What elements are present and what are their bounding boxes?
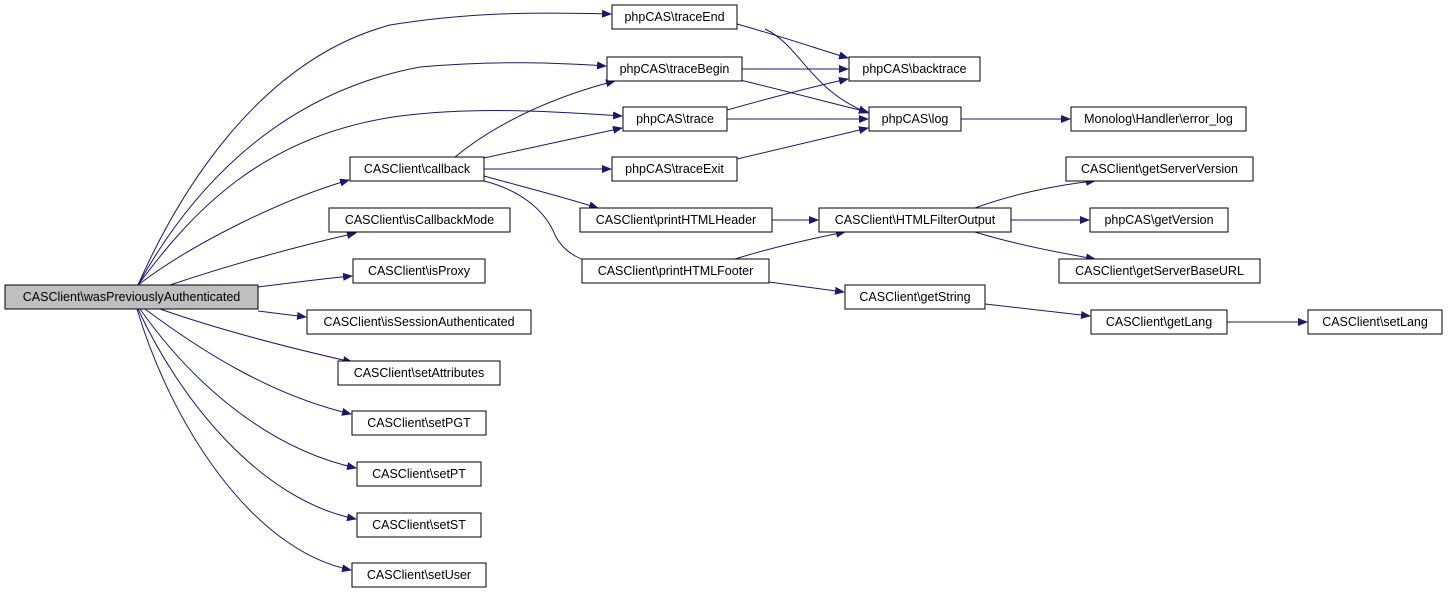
- node-was-previously-authenticated[interactable]: CASClient\wasPreviouslyAuthenticated: [4, 284, 259, 310]
- edge-trace-to-backtrace: [726, 76, 849, 111]
- node-callback[interactable]: CASClient\callback: [349, 156, 485, 182]
- node-trace-end[interactable]: phpCAS\traceEnd: [611, 4, 738, 30]
- node-set-lang[interactable]: CASClient\setLang: [1307, 309, 1443, 335]
- node-label: CASClient\setAttributes: [354, 366, 485, 380]
- edge-callback-to-print-html-header: [483, 175, 599, 210]
- edge-was-previously-authenticated-to-set-user: [136, 308, 352, 573]
- node-get-server-version[interactable]: CASClient\getServerVersion: [1065, 156, 1254, 182]
- node-label: CASClient\isProxy: [368, 264, 471, 278]
- node-get-version[interactable]: phpCAS\getVersion: [1089, 207, 1229, 233]
- node-label: CASClient\setUser: [367, 568, 471, 582]
- node-label: phpCAS\backtrace: [862, 62, 966, 76]
- edge-callback-to-trace-begin: [454, 79, 616, 158]
- node-label: CASClient\setLang: [1322, 315, 1428, 329]
- edge-was-previously-authenticated-to-trace-begin: [137, 61, 607, 286]
- edge-trace-exit-to-log: [736, 126, 869, 160]
- nodes-layer: CASClient\wasPreviouslyAuthenticated php…: [4, 4, 1443, 588]
- edge-html-filter-output-to-get-server-base-url: [974, 231, 1096, 262]
- node-label: CASClient\setPT: [372, 467, 466, 481]
- edge-was-previously-authenticated-to-set-st: [137, 308, 357, 522]
- node-label: CASClient\isCallbackMode: [345, 213, 494, 227]
- node-get-string[interactable]: CASClient\getString: [844, 284, 986, 310]
- node-trace[interactable]: phpCAS\trace: [622, 106, 728, 132]
- node-print-html-header[interactable]: CASClient\printHTMLHeader: [579, 207, 773, 233]
- node-label: CASClient\callback: [364, 162, 471, 176]
- node-label: phpCAS\traceBegin: [620, 62, 730, 76]
- node-error-log[interactable]: Monolog\Handler\error_log: [1070, 106, 1247, 132]
- edge-trace-end-to-backtrace: [736, 23, 849, 60]
- edge-was-previously-authenticated-to-set-pt: [139, 308, 357, 470]
- node-get-lang[interactable]: CASClient\getLang: [1090, 309, 1228, 335]
- edges-layer: [136, 9, 1308, 573]
- node-label: phpCAS\log: [882, 112, 949, 126]
- node-is-proxy[interactable]: CASClient\isProxy: [352, 258, 486, 284]
- node-backtrace[interactable]: phpCAS\backtrace: [848, 56, 981, 82]
- node-set-attributes[interactable]: CASClient\setAttributes: [337, 360, 501, 386]
- node-set-pgt[interactable]: CASClient\setPGT: [351, 410, 487, 436]
- node-label: CASClient\printHTMLHeader: [596, 213, 756, 227]
- edge-was-previously-authenticated-to-is-session-authenticated: [257, 310, 307, 320]
- node-label: CASClient\HTMLFilterOutput: [835, 213, 996, 227]
- edge-trace-end-to-log: [764, 28, 869, 114]
- node-print-html-footer[interactable]: CASClient\printHTMLFooter: [581, 258, 770, 284]
- node-is-session-authenticated[interactable]: CASClient\isSessionAuthenticated: [306, 309, 532, 335]
- node-trace-begin[interactable]: phpCAS\traceBegin: [606, 56, 743, 82]
- node-set-pt[interactable]: CASClient\setPT: [356, 461, 482, 487]
- node-trace-exit[interactable]: phpCAS\traceExit: [611, 156, 738, 182]
- edge-get-string-to-get-lang: [984, 303, 1091, 319]
- node-label: CASClient\wasPreviouslyAuthenticated: [23, 290, 241, 304]
- edge-was-previously-authenticated-to-callback: [137, 178, 350, 286]
- edge-was-previously-authenticated-to-set-pgt: [144, 308, 352, 416]
- node-label: phpCAS\trace: [636, 112, 714, 126]
- edge-print-html-footer-to-html-filter-output: [734, 229, 846, 260]
- node-label: Monolog\Handler\error_log: [1084, 112, 1233, 126]
- node-label: CASClient\getString: [859, 290, 970, 304]
- node-label: CASClient\setST: [372, 518, 466, 532]
- node-label: CASClient\getServerBaseURL: [1075, 264, 1244, 278]
- edge-callback-to-trace: [483, 125, 623, 159]
- node-label: phpCAS\getVersion: [1104, 213, 1213, 227]
- edge-was-previously-authenticated-to-trace-end: [137, 9, 612, 286]
- node-label: CASClient\getServerVersion: [1081, 162, 1238, 176]
- node-label: CASClient\setPGT: [367, 416, 471, 430]
- node-label: CASClient\getLang: [1106, 315, 1212, 329]
- edge-was-previously-authenticated-to-set-attributes: [159, 308, 353, 364]
- node-log[interactable]: phpCAS\log: [868, 106, 962, 132]
- node-set-st[interactable]: CASClient\setST: [356, 512, 482, 538]
- edge-print-html-footer-to-get-string: [768, 281, 845, 295]
- node-label: CASClient\isSessionAuthenticated: [323, 315, 514, 329]
- node-html-filter-output[interactable]: CASClient\HTMLFilterOutput: [818, 207, 1012, 233]
- edge-html-filter-output-to-get-server-version: [974, 177, 1096, 209]
- node-label: phpCAS\traceExit: [625, 162, 724, 176]
- edge-was-previously-authenticated-to-is-callback-mode: [169, 231, 357, 286]
- node-set-user[interactable]: CASClient\setUser: [351, 562, 487, 588]
- edge-was-previously-authenticated-to-is-proxy: [257, 272, 353, 288]
- edge-trace-begin-to-log: [739, 79, 869, 114]
- edge-was-previously-authenticated-to-trace: [137, 110, 623, 286]
- node-get-server-base-url[interactable]: CASClient\getServerBaseURL: [1058, 258, 1261, 284]
- node-label: phpCAS\traceEnd: [624, 10, 724, 24]
- node-is-callback-mode[interactable]: CASClient\isCallbackMode: [328, 207, 511, 233]
- node-label: CASClient\printHTMLFooter: [598, 264, 754, 278]
